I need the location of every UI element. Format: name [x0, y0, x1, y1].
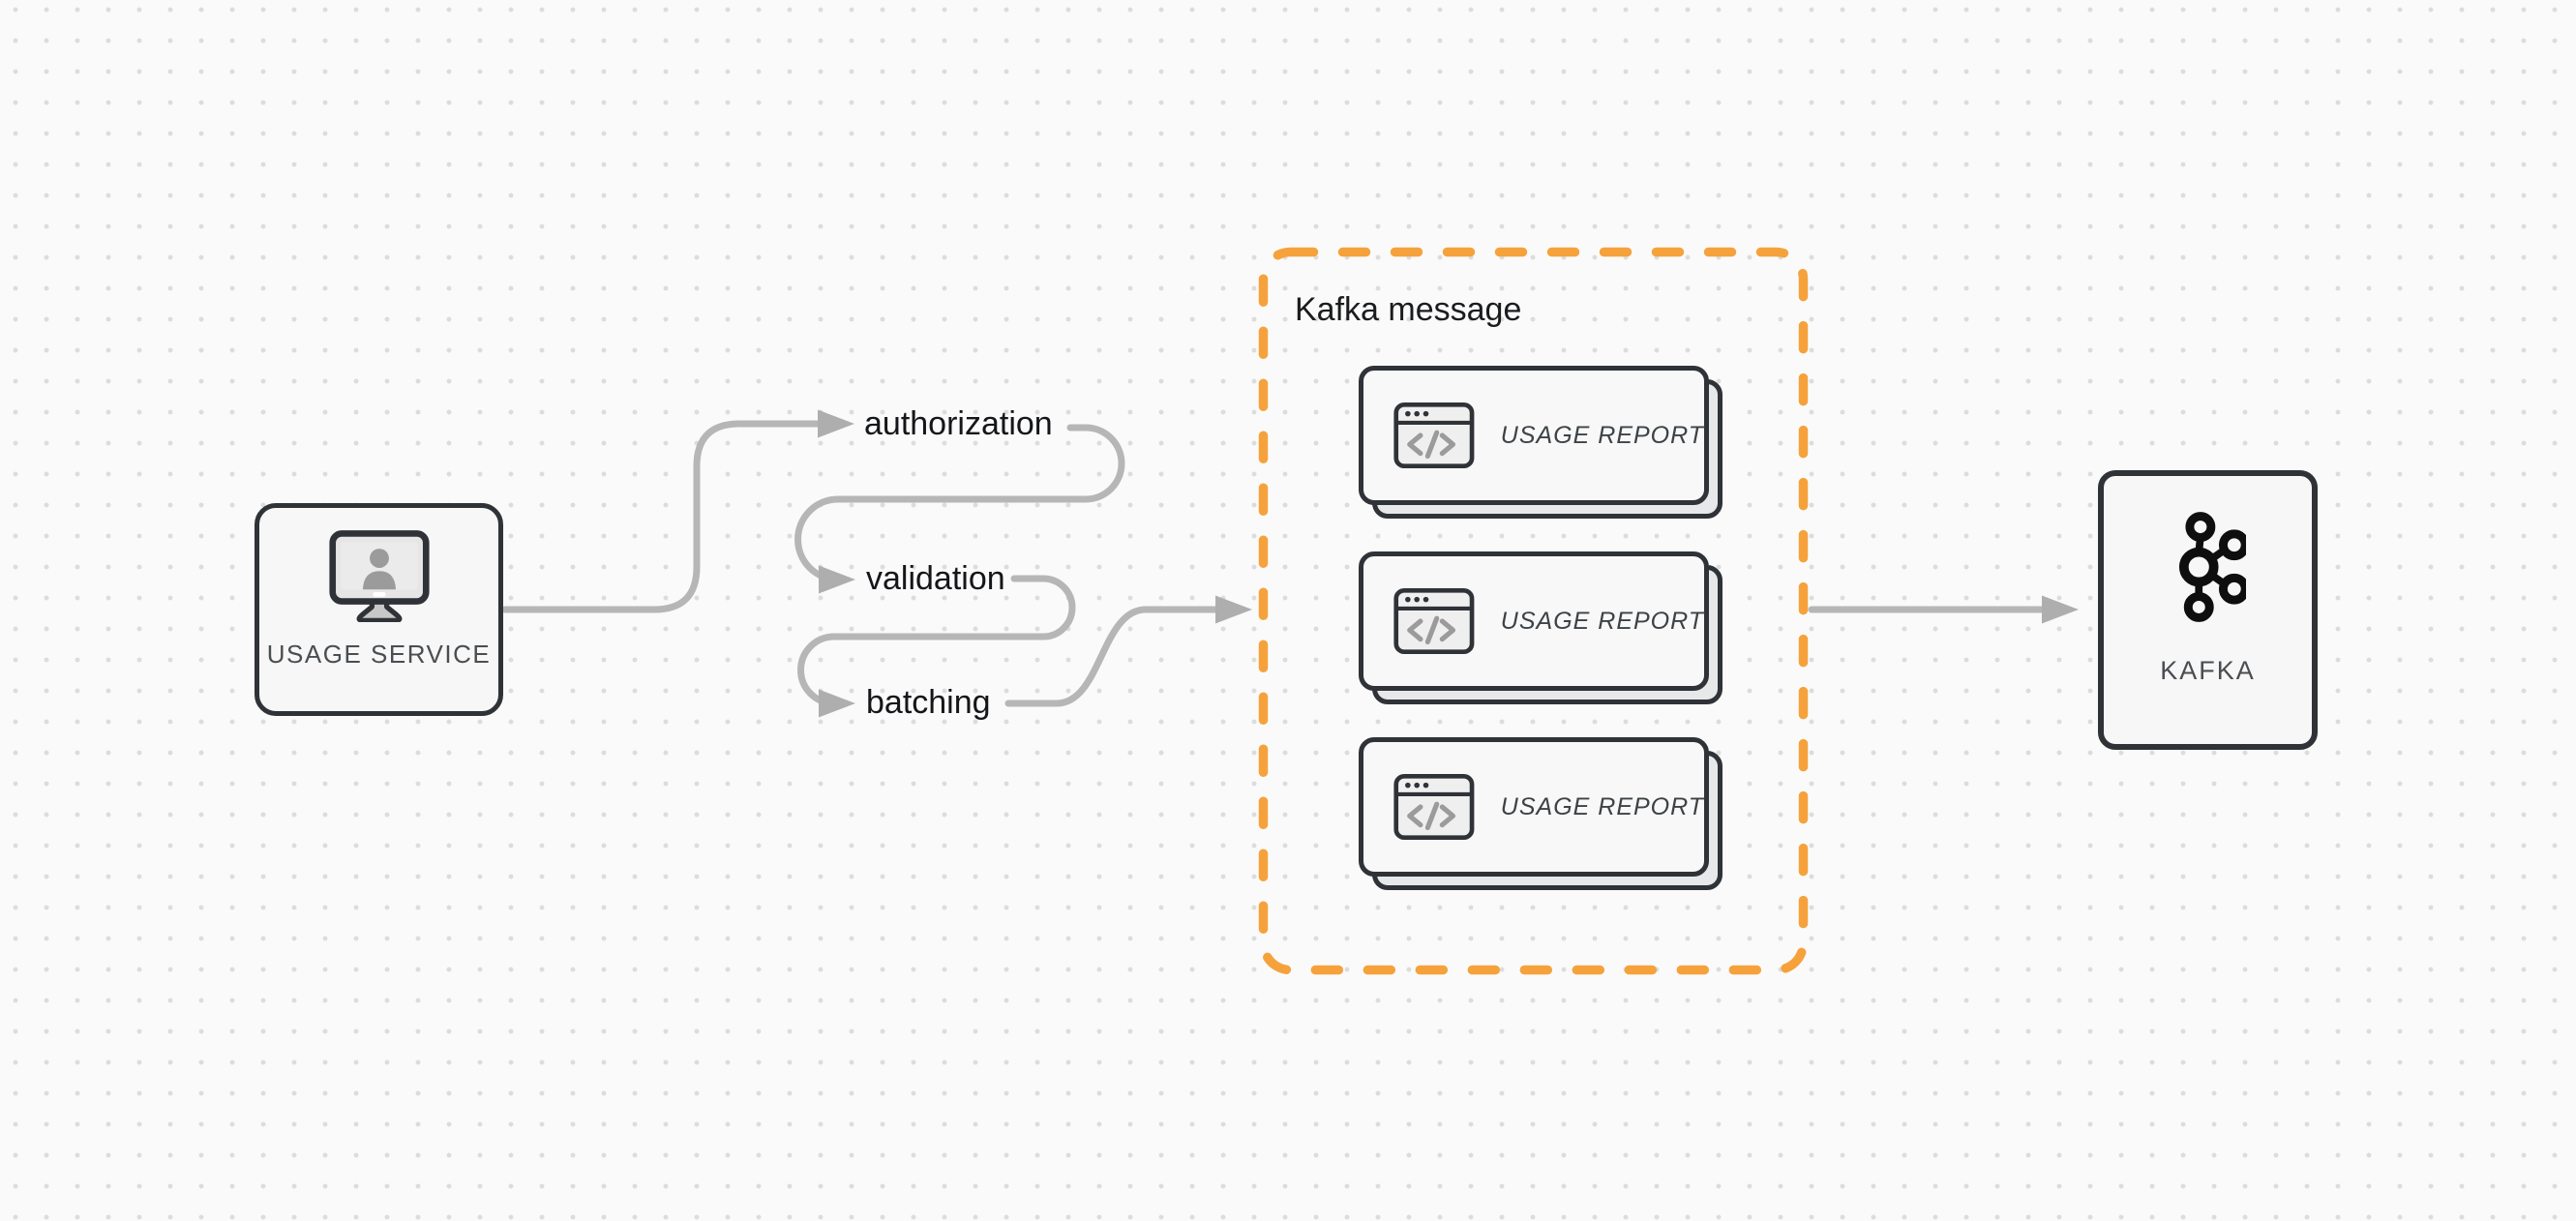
usage-report-label: USAGE REPORT: [1500, 792, 1704, 820]
kafka-label: KAFKA: [2160, 656, 2256, 685]
node-usage-service: USAGE SERVICE: [255, 503, 503, 716]
arrowhead-batching: [819, 689, 855, 718]
arrowhead-kafka: [2042, 595, 2079, 624]
flow-step-authorization: authorization: [864, 405, 1053, 442]
monitor-user-icon: [328, 530, 430, 622]
edge-authorization-to-validation: [794, 424, 1125, 583]
kafka-message-group: Kafka message USAGE REPORT: [1258, 247, 1810, 976]
node-kafka: KAFKA: [2098, 470, 2318, 750]
code-window-icon: [1393, 587, 1475, 655]
flow-step-validation: validation: [866, 560, 1005, 597]
arrowhead-validation: [819, 565, 855, 594]
arrowhead-kafka-message: [1215, 595, 1252, 624]
arrowhead-authorization: [818, 409, 854, 438]
edge-batching-to-kafka-message: [1004, 606, 1221, 707]
kafka-message-title: Kafka message: [1295, 291, 1522, 328]
usage-service-label: USAGE SERVICE: [266, 640, 492, 669]
usage-report-label: USAGE REPORT: [1500, 607, 1704, 635]
kafka-logo-icon: [2178, 512, 2246, 622]
usage-report-card: USAGE REPORT: [1359, 366, 1722, 519]
flow-step-batching: batching: [866, 684, 991, 721]
dashed-border: [1258, 247, 1809, 975]
edge-usage-service-to-authorization: [501, 420, 824, 613]
usage-report-card: USAGE REPORT: [1359, 551, 1722, 704]
usage-report-label: USAGE REPORT: [1500, 421, 1704, 449]
usage-report-card: USAGE REPORT: [1359, 737, 1722, 890]
code-window-icon: [1393, 773, 1475, 841]
code-window-icon: [1393, 402, 1475, 469]
